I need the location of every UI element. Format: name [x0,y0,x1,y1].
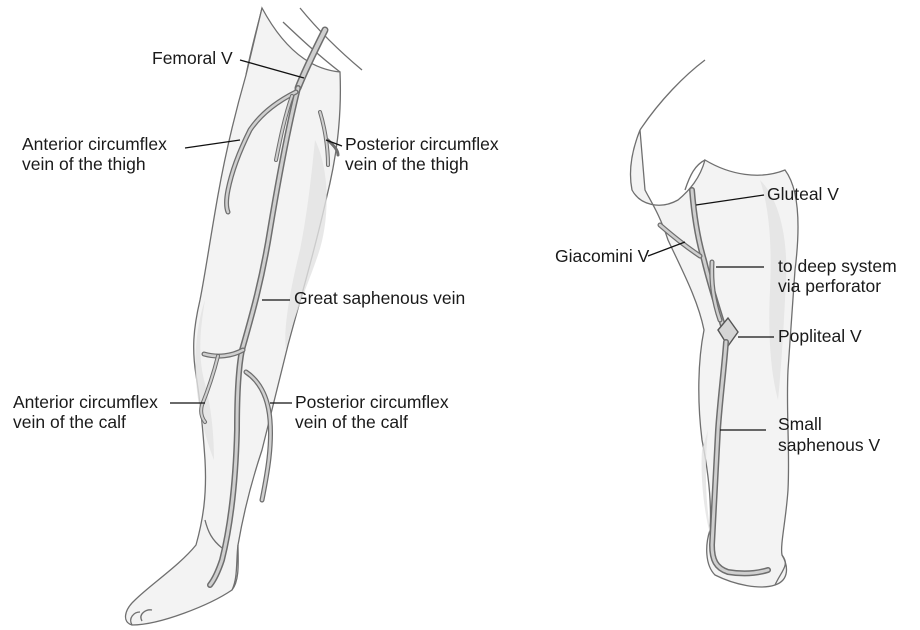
post-circumflex-calf-label-line1: Posterior circumflex [295,392,449,412]
ant-circumflex-thigh-label-line1: Anterior circumflex [22,134,167,154]
ant-circumflex-thigh-label-line2: vein of the thigh [22,154,146,174]
post-circumflex-calf-label-line2: vein of the calf [295,412,408,432]
post-circumflex-thigh-label-line2: vein of the thigh [345,154,469,174]
small-saphenous-label-line1: Small [778,414,822,434]
giacomini-v-label: Giacomini V [555,246,650,266]
gluteal-v-label: Gluteal V [767,184,839,204]
popliteal-v-label: Popliteal V [778,326,862,346]
posterior-leg-illustration [630,60,798,587]
femoral-v-label: Femoral V [152,48,233,68]
ant-circumflex-calf-label-line1: Anterior circumflex [13,392,158,412]
ant-circumflex-calf-label-line2: vein of the calf [13,412,126,432]
deep-system-label-line2: via perforator [778,276,881,296]
anterior-leg-illustration [126,8,362,625]
post-circumflex-thigh-label-line1: Posterior circumflex [345,134,499,154]
great-saphenous-label: Great saphenous vein [294,288,465,308]
small-saphenous-label-line2: saphenous V [778,435,880,455]
deep-system-label-line1: to deep system [778,256,897,276]
